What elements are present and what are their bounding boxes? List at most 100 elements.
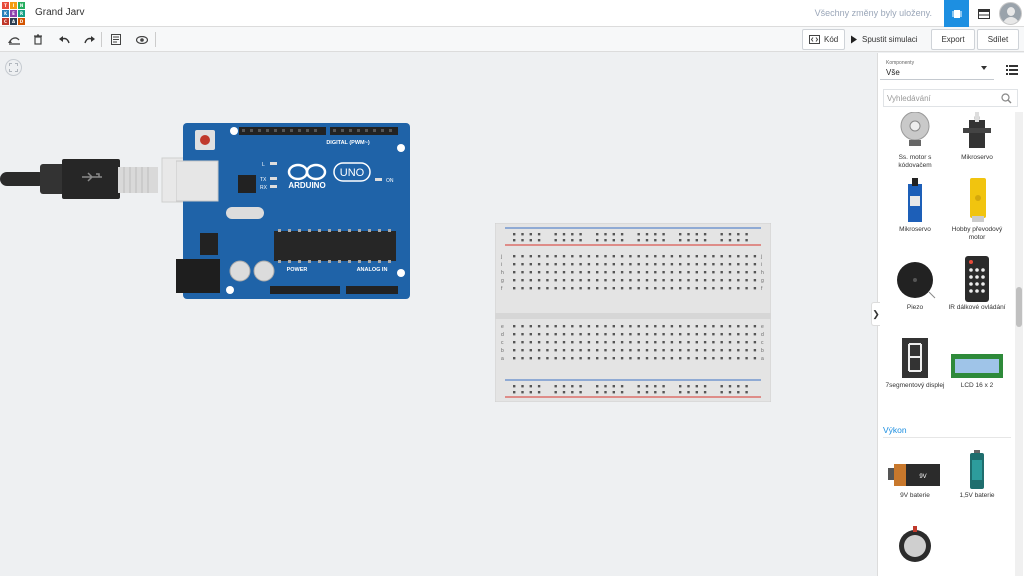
breadboard-hole[interactable] xyxy=(703,263,707,266)
breadboard-hole[interactable] xyxy=(579,349,582,352)
breadboard-hole[interactable] xyxy=(571,385,574,388)
breadboard-hole[interactable] xyxy=(604,349,607,352)
breadboard-hole[interactable] xyxy=(612,233,615,236)
breadboard-hole[interactable] xyxy=(620,287,624,290)
breadboard-hole[interactable] xyxy=(513,391,516,394)
breadboard-hole[interactable] xyxy=(587,255,591,258)
breadboard-hole[interactable] xyxy=(687,239,690,242)
breadboard-hole[interactable] xyxy=(728,239,732,242)
breadboard-hole[interactable] xyxy=(521,385,524,388)
breadboard-hole[interactable] xyxy=(737,357,740,360)
breadboard-hole[interactable] xyxy=(679,391,682,394)
breadboard-hole[interactable] xyxy=(670,287,674,290)
breadboard-hole[interactable] xyxy=(703,357,707,360)
breadboard-hole[interactable] xyxy=(703,279,707,282)
breadboard-hole[interactable] xyxy=(745,263,748,266)
breadboard-hole[interactable] xyxy=(513,263,516,266)
breadboard-hole[interactable] xyxy=(629,349,632,352)
breadboard-hole[interactable] xyxy=(546,271,549,274)
breadboard-hole[interactable] xyxy=(745,255,748,258)
components-dropdown[interactable]: Komponenty Vše xyxy=(880,57,994,80)
breadboard-hole[interactable] xyxy=(703,255,707,258)
breadboard-hole[interactable] xyxy=(712,255,715,258)
breadboard-hole[interactable] xyxy=(546,357,549,360)
breadboard-hole[interactable] xyxy=(720,349,723,352)
breadboard-hole[interactable] xyxy=(645,287,649,290)
breadboard-hole[interactable] xyxy=(596,255,599,258)
list-view-button[interactable] xyxy=(1006,62,1018,75)
breadboard-hole[interactable] xyxy=(745,349,748,352)
breadboard-hole[interactable] xyxy=(629,357,632,360)
breadboard-hole[interactable] xyxy=(670,341,674,344)
breadboard-hole[interactable] xyxy=(554,349,557,352)
breadboard-hole[interactable] xyxy=(687,271,690,274)
breadboard-hole[interactable] xyxy=(571,279,574,282)
breadboard-hole[interactable] xyxy=(537,255,541,258)
breadboard-hole[interactable] xyxy=(513,349,516,352)
breadboard-hole[interactable] xyxy=(645,271,649,274)
breadboard-hole[interactable] xyxy=(712,279,715,282)
breadboard-hole[interactable] xyxy=(562,271,566,274)
breadboard-hole[interactable] xyxy=(612,239,615,242)
breadboard-hole[interactable] xyxy=(596,325,599,328)
breadboard-hole[interactable] xyxy=(604,391,607,394)
breadboard-hole[interactable] xyxy=(620,255,624,258)
breadboard-hole[interactable] xyxy=(554,239,557,242)
breadboard-hole[interactable] xyxy=(537,287,541,290)
breadboard-hole[interactable] xyxy=(753,287,757,290)
breadboard-hole[interactable] xyxy=(703,271,707,274)
breadboard-hole[interactable] xyxy=(562,279,566,282)
usb-cable[interactable] xyxy=(0,150,190,210)
breadboard-hole[interactable] xyxy=(629,333,632,336)
breadboard-hole[interactable] xyxy=(612,391,615,394)
breadboard-hole[interactable] xyxy=(546,263,549,266)
breadboard-hole[interactable] xyxy=(687,385,690,388)
breadboard-hole[interactable] xyxy=(513,325,516,328)
breadboard-hole[interactable] xyxy=(737,233,740,236)
breadboard-hole[interactable] xyxy=(513,233,516,236)
breadboard-hole[interactable] xyxy=(554,391,557,394)
component-dc-motor-encoder[interactable]: Ss. motor s kódovačem xyxy=(883,108,947,170)
breadboard-hole[interactable] xyxy=(720,233,723,236)
breadboard-hole[interactable] xyxy=(554,255,557,258)
breadboard-hole[interactable] xyxy=(728,233,732,236)
breadboard-hole[interactable] xyxy=(521,349,524,352)
breadboard-hole[interactable] xyxy=(604,271,607,274)
breadboard-hole[interactable] xyxy=(662,263,665,266)
breadboard-hole[interactable] xyxy=(737,341,740,344)
breadboard-hole[interactable] xyxy=(687,255,690,258)
breadboard-hole[interactable] xyxy=(703,385,707,388)
component-micro-servo-blue[interactable]: Mikroservo xyxy=(883,178,947,234)
breadboard-hole[interactable] xyxy=(629,271,632,274)
share-button[interactable]: Sdílet xyxy=(977,29,1019,50)
breadboard-hole[interactable] xyxy=(737,333,740,336)
breadboard-hole[interactable] xyxy=(596,341,599,344)
breadboard-hole[interactable] xyxy=(728,385,732,388)
breadboard-hole[interactable] xyxy=(579,239,582,242)
breadboard-hole[interactable] xyxy=(620,279,624,282)
breadboard-hole[interactable] xyxy=(745,333,748,336)
visibility-button[interactable] xyxy=(133,31,151,48)
breadboard-hole[interactable] xyxy=(529,255,532,258)
breadboard-hole[interactable] xyxy=(529,233,532,236)
breadboard-hole[interactable] xyxy=(654,287,657,290)
breadboard-hole[interactable] xyxy=(562,287,566,290)
breadboard-hole[interactable] xyxy=(637,263,640,266)
breadboard-hole[interactable] xyxy=(654,391,657,394)
breadboard-hole[interactable] xyxy=(629,255,632,258)
breadboard-hole[interactable] xyxy=(612,333,615,336)
breadboard-hole[interactable] xyxy=(579,333,582,336)
breadboard-hole[interactable] xyxy=(521,341,524,344)
tinkercad-logo[interactable]: T I N K E R C A D xyxy=(2,2,25,25)
breadboard-hole[interactable] xyxy=(679,385,682,388)
breadboard-hole[interactable] xyxy=(571,263,574,266)
breadboard-hole[interactable] xyxy=(546,341,549,344)
component-piezo[interactable]: Piezo xyxy=(883,258,947,312)
breadboard-hole[interactable] xyxy=(712,263,715,266)
breadboard-hole[interactable] xyxy=(712,357,715,360)
breadboard-hole[interactable] xyxy=(562,385,566,388)
zoom-to-fit-button[interactable] xyxy=(5,59,22,76)
breadboard-hole[interactable] xyxy=(620,239,624,242)
breadboard-hole[interactable] xyxy=(687,263,690,266)
breadboard-hole[interactable] xyxy=(629,263,632,266)
